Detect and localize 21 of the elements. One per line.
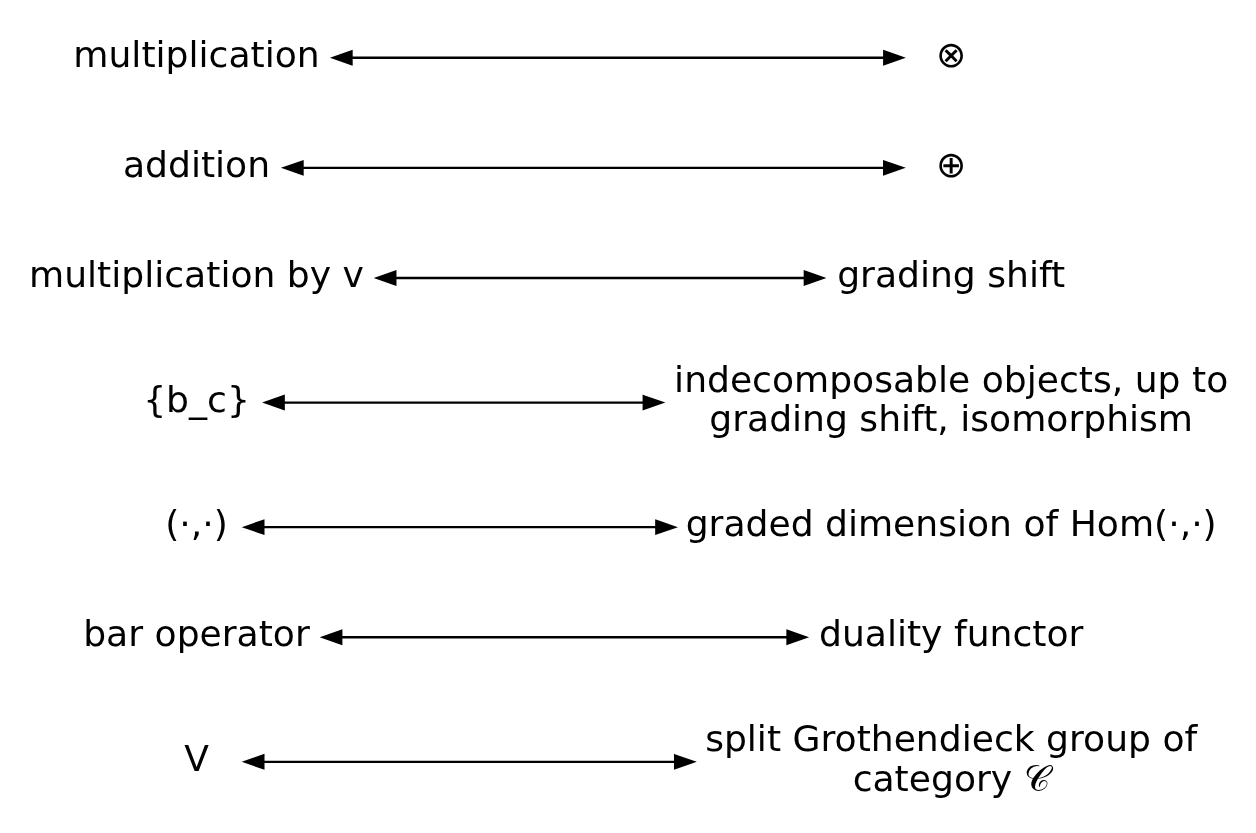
node-text: split Grothendieck group of category 𝒞 [705,716,1198,800]
node-text: multiplication [73,32,320,76]
arrow [280,159,906,176]
node-text: duality functor [819,611,1084,655]
node-text: (·,·) [165,501,228,545]
node-text: V [184,736,209,780]
node-text: addition [122,142,271,186]
arrow [329,49,906,66]
arrow [262,394,666,411]
node-text: bar operator [83,611,310,655]
arrow [241,518,678,535]
arrow [319,628,810,645]
arrow [241,753,697,770]
node-text: ⊗ [936,32,967,76]
node-text: graded dimension of Hom(·,·) [685,501,1217,545]
node-text: ⊕ [936,142,967,186]
node-text: multiplication by v [29,252,364,296]
node-text: indecomposable objects, up to grading shift, isomorphism [674,357,1229,440]
node-text: {b_c} [143,377,250,421]
node-text: grading shift [837,252,1066,296]
arrow [373,269,827,286]
